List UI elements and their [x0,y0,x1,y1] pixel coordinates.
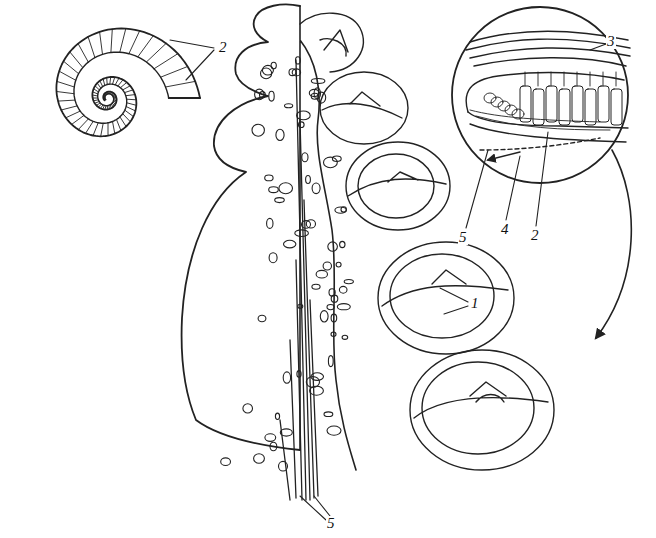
leader-lines [170,40,606,520]
cochlear-spiral [56,29,200,137]
cochlea-shell [182,4,300,450]
callout-number: 2 [530,228,540,243]
organ-of-corti-inset [452,7,630,183]
leader-line [186,50,214,80]
callout-number: 2 [218,40,228,55]
bone-pores [221,57,354,471]
leader-line [506,156,520,220]
callout-number: 1 [470,296,480,311]
leader-line [590,44,606,50]
leader-line [536,132,548,226]
leader-line [440,288,468,302]
callout-number: 5 [326,516,336,531]
callout-number: 4 [500,222,510,237]
cochlear-nerve [280,60,318,500]
modiolus [300,6,356,470]
callout-number: 5 [458,230,468,245]
leader-line [466,150,488,228]
leader-line [170,40,214,48]
leader-line [300,496,326,520]
leader-line [444,306,468,314]
leader-line [314,496,330,516]
zoom-arrow [596,150,631,338]
callout-number: 3 [606,34,616,49]
